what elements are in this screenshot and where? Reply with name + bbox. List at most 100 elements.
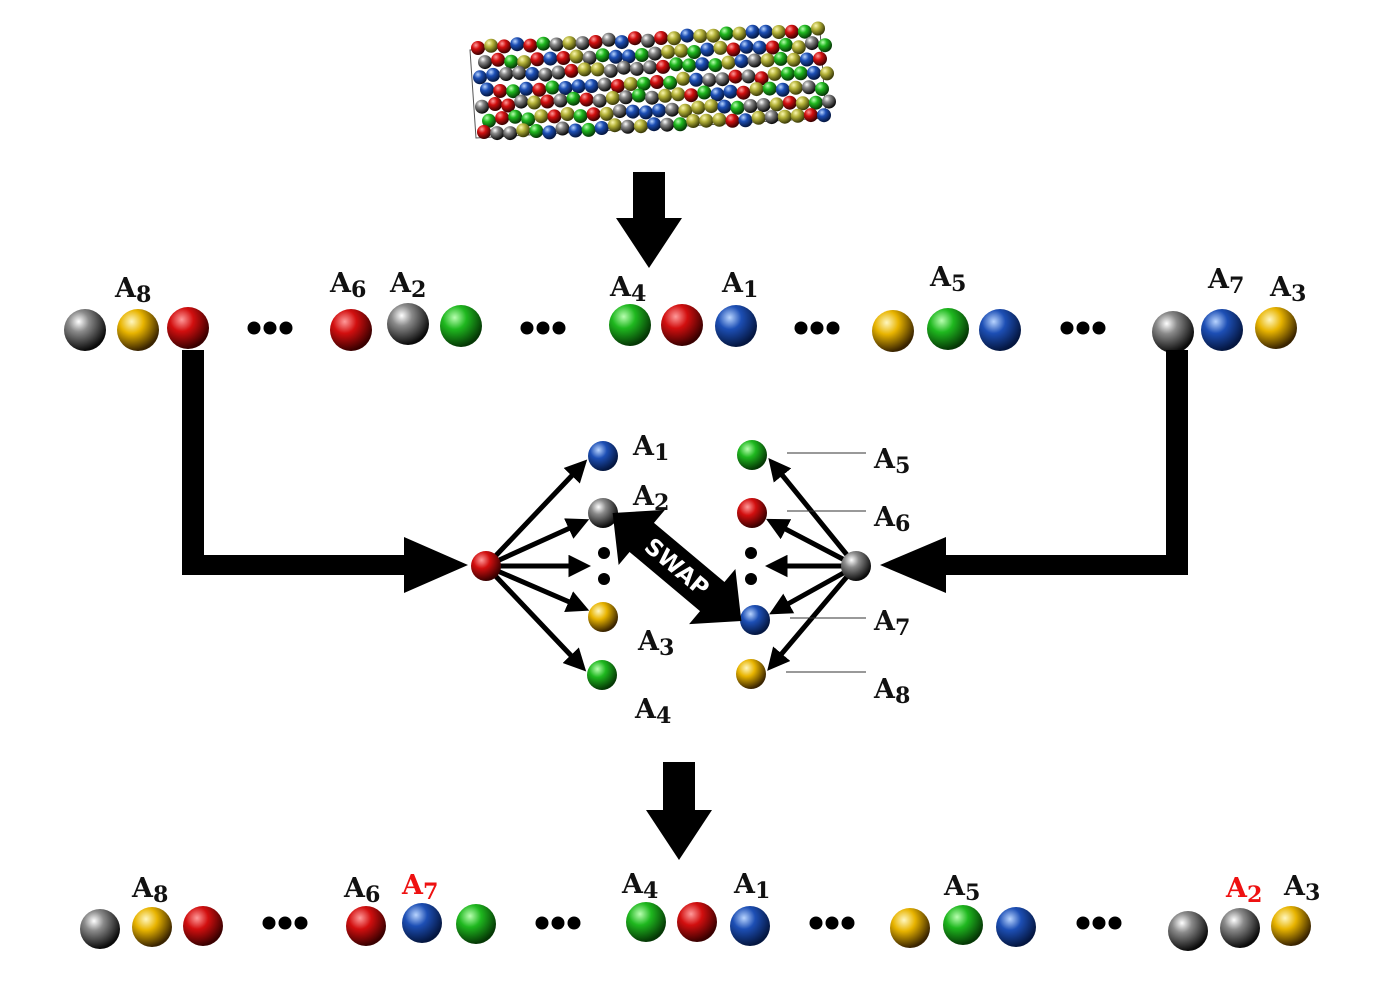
crystal-atom [673, 117, 688, 132]
top_row-ellipsis [520, 321, 566, 335]
selection-arrow [766, 518, 858, 569]
crystal-atom [676, 71, 691, 86]
right-target-label-A6: A6 [873, 502, 910, 537]
crystal-atom [697, 85, 712, 100]
crystal-atom [771, 25, 786, 39]
crystal-atom [471, 41, 485, 55]
crystal-atom [530, 52, 545, 67]
bottom_row-atom-red [183, 906, 223, 946]
crystal-atom [665, 102, 680, 117]
top_row-atom-blue [715, 305, 757, 347]
crystal-atom [527, 95, 542, 110]
crystal-atom [478, 55, 492, 70]
crystal-atom [542, 125, 557, 140]
crystal-atom [695, 57, 710, 72]
crystal-atom [551, 65, 566, 80]
crystal-atom [594, 121, 609, 135]
crystal-atom [614, 35, 629, 50]
crystal-atom [799, 52, 814, 67]
crystal-atom [773, 51, 788, 66]
bottom_row-atom-green [943, 905, 983, 945]
bottom_row-atom-black [1220, 908, 1260, 948]
crystal-atom [497, 39, 512, 54]
crystal-atom [633, 119, 648, 134]
crystal-atom [616, 60, 631, 75]
top_row-atom-green [927, 308, 969, 350]
left-target-atom-blue [588, 441, 618, 471]
crystal-atom [801, 80, 816, 95]
crystal-atom [818, 38, 832, 53]
crystal-atom [784, 24, 799, 39]
bottom_row-atom-blue [402, 903, 442, 943]
crystal-atom [488, 97, 503, 111]
crystal-atom [631, 88, 646, 103]
crystal-atom [495, 111, 510, 126]
crystal-atom [503, 126, 518, 141]
crystal-atom [607, 118, 622, 133]
crystal-atom [725, 113, 740, 128]
crystal-atom [793, 66, 808, 81]
crystal-atom [506, 84, 521, 99]
left-source-atom [471, 551, 501, 581]
crystal-atom [715, 72, 730, 87]
crystal-atom [623, 77, 638, 91]
crystal-atom [782, 95, 797, 110]
crystal-atom [519, 81, 534, 96]
crystal-atom [612, 104, 627, 119]
vertical-ellipsis-dot [598, 547, 610, 559]
crystal-atom [575, 36, 590, 51]
top_row-atom-yellow [117, 309, 159, 351]
crystal-atom [647, 117, 661, 132]
selection-arrow [768, 458, 858, 568]
crystal-atom [686, 114, 701, 128]
crystal-atom [788, 80, 803, 95]
crystal-atom [678, 103, 693, 118]
crystal-atom [523, 38, 538, 53]
crystal-atom [667, 31, 682, 46]
crystal-atom [769, 97, 784, 112]
right-target-label-A8: A8 [873, 674, 910, 709]
crystal-atom [540, 94, 555, 109]
down-arrow-bottom [646, 762, 712, 860]
crystal-atom [618, 90, 633, 105]
crystal-atom [747, 53, 762, 68]
crystal-atom [620, 119, 635, 134]
crystal-atom [482, 113, 496, 128]
crystal-atom [699, 113, 714, 128]
crystal-atom [706, 28, 721, 43]
top_row-label-A1: A1 [721, 268, 758, 303]
crystal-atom [588, 35, 603, 49]
crystal-atom [790, 108, 805, 123]
crystal-atom [645, 90, 659, 105]
crystal-atom [739, 39, 754, 54]
crystal-atom [674, 43, 689, 58]
crystal-atom [534, 109, 549, 124]
crystal-atom [728, 69, 743, 84]
crystal-atom [754, 71, 769, 86]
right-target-atom-green [737, 440, 767, 470]
left-target-atom-yellow [588, 602, 618, 632]
top_row-ellipsis [247, 321, 293, 335]
crystal-atom [736, 85, 751, 100]
crystal-atom [577, 62, 592, 77]
bottom_row-atom-yellow [1271, 906, 1311, 946]
crystal-atom [804, 36, 819, 51]
right-target-atom-red [737, 498, 767, 528]
crystal-atom [684, 88, 699, 103]
crystal-atom [625, 104, 640, 119]
crystal-atom [762, 81, 777, 96]
bottom_row-atom-black [1168, 911, 1208, 951]
crystal-atom [643, 60, 657, 75]
crystal-atom [569, 49, 584, 64]
crystal-atom [813, 51, 827, 66]
left-path-arrow [182, 350, 468, 593]
top_row-ellipsis [1060, 321, 1106, 335]
crystal-atom [597, 77, 612, 92]
crystal-atom [702, 72, 717, 87]
crystal-atom [634, 48, 649, 62]
crystal-atom [713, 40, 728, 55]
crystal-atom [704, 99, 719, 114]
crystal-atom [708, 58, 723, 73]
